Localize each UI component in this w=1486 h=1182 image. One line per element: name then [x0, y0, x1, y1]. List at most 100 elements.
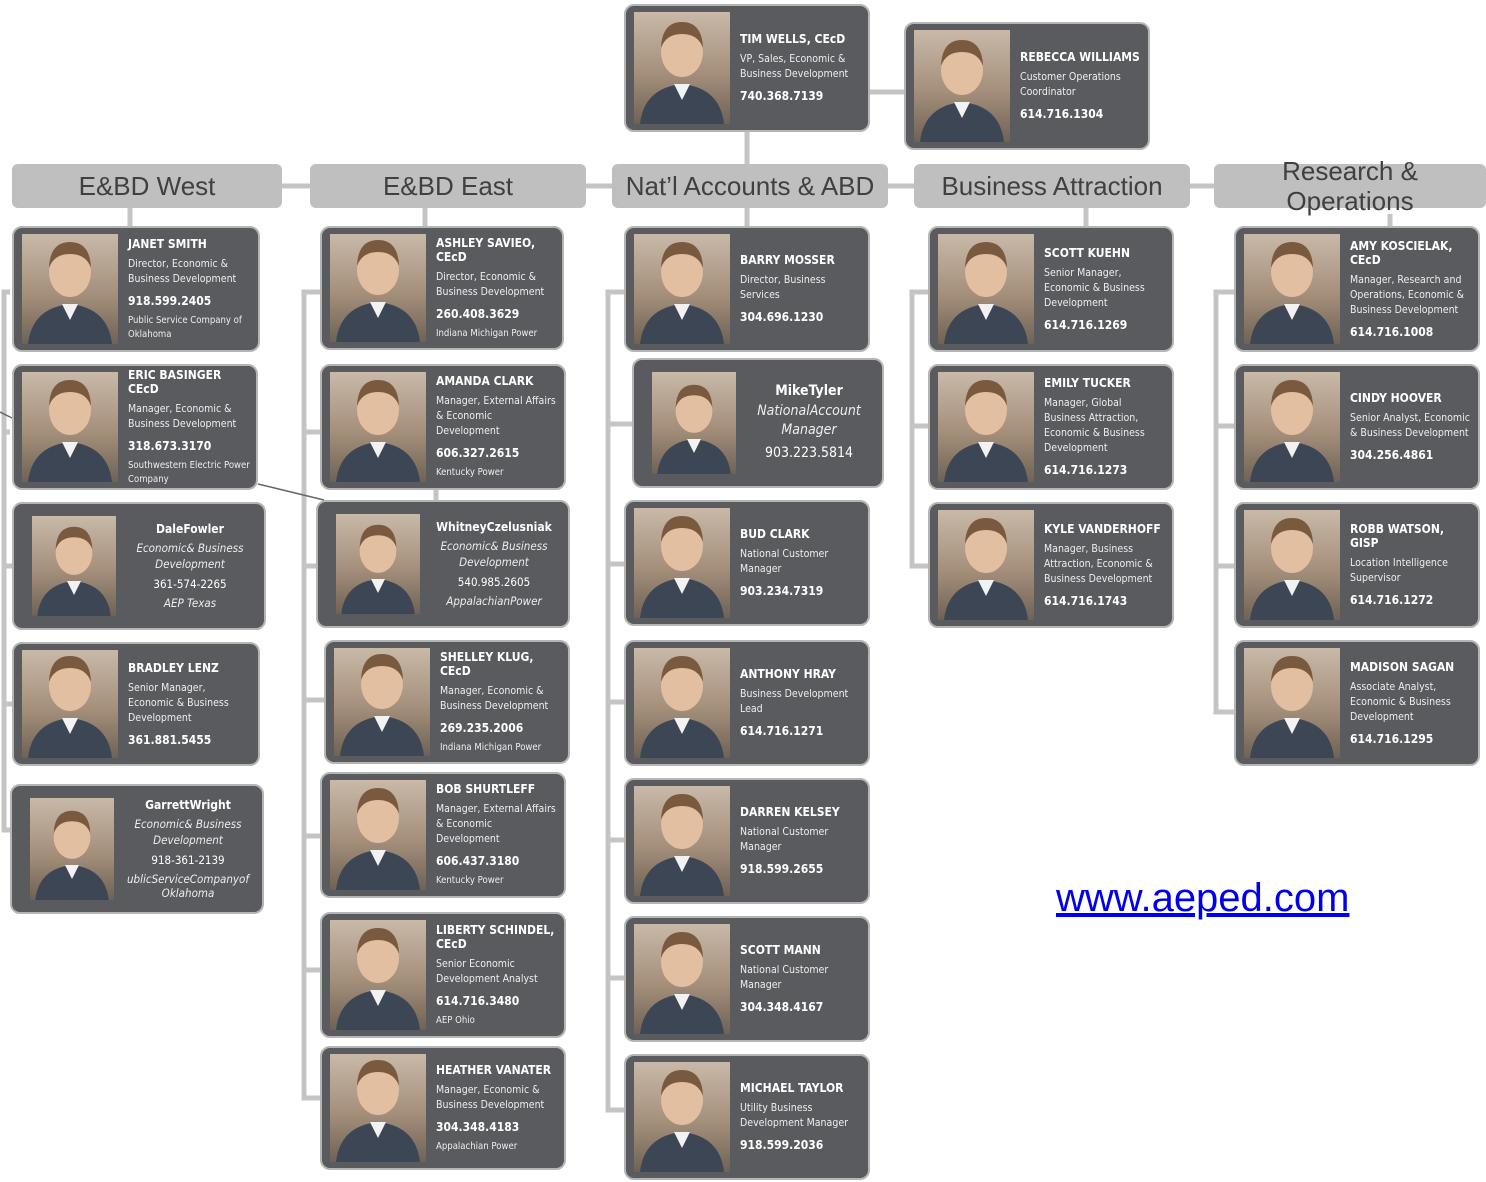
person-name: ROBB WATSON, GISP — [1350, 522, 1444, 550]
person-name: BOB SHURTLEFF — [436, 782, 536, 796]
person-title: Senior Manager, Economic & Business Deve… — [128, 681, 229, 724]
avatar — [634, 508, 730, 618]
person-name: SCOTT MANN — [740, 943, 821, 957]
person-name: TIM WELLS, CEcD — [740, 32, 846, 46]
person-title: Manager, Research and Operations, Econom… — [1350, 273, 1465, 316]
person-phone: 361.881.5455 — [128, 732, 212, 747]
person-company: Kentucky Power — [436, 875, 504, 886]
person-company: Southwestern Electric Power Company — [128, 459, 250, 485]
avatar — [1244, 510, 1340, 620]
person-name: ANTHONY HRAY — [740, 667, 836, 681]
person-phone: 304.696.1230 — [740, 310, 824, 324]
avatar — [914, 30, 1010, 142]
person-card: SCOTT MANN National Customer Manager 304.3… — [624, 916, 870, 1042]
avatar — [330, 780, 426, 890]
person-title: Business Development Lead — [740, 688, 849, 715]
person-phone: 614.716.3480 — [436, 993, 520, 1008]
person-title: Customer Operations Coordinator — [1020, 71, 1121, 98]
avatar — [634, 924, 730, 1034]
person-title: Manager, Business Attraction, Economic &… — [1044, 542, 1153, 585]
person-title: Associate Analyst, Economic & Business D… — [1350, 680, 1451, 723]
person-card: SCOTT KUEHN Senior Manager, Economic & Bu… — [928, 226, 1174, 352]
person-title: National Customer Manager — [740, 826, 829, 853]
person-phone: 918.599.2405 — [128, 293, 212, 308]
avatar — [634, 786, 730, 896]
person-phone: 540.985.2605 — [457, 575, 531, 589]
person-phone: 269.235.2006 — [440, 720, 524, 735]
person-phone: 304.348.4167 — [740, 1000, 824, 1014]
person-title: Senior Manager, Economic & Business Deve… — [1044, 266, 1145, 309]
avatar — [1244, 372, 1340, 482]
person-name: WhitneyCzelusniak — [436, 520, 552, 534]
avatar — [1244, 234, 1340, 344]
header-natl-accounts: Nat’l Accounts & ABD — [612, 164, 888, 208]
person-name: BUD CLARK — [740, 527, 810, 541]
person-name: CINDY HOOVER — [1350, 391, 1442, 405]
avatar — [22, 650, 118, 758]
person-name: JANET SMITH — [128, 236, 207, 251]
header-business-attraction: Business Attraction — [914, 164, 1190, 208]
person-title: Manager, External Affairs & Economic Dev… — [436, 395, 556, 437]
person-title: Economic& Business Development — [136, 541, 244, 571]
person-phone: 903.234.7319 — [740, 584, 824, 598]
person-title: Economic& Business Development — [440, 539, 548, 569]
avatar — [336, 514, 420, 614]
person-card: BRADLEY LENZ Senior Manager, Economic & B… — [12, 642, 260, 766]
avatar — [634, 648, 730, 758]
person-name: GarrettWright — [145, 798, 231, 812]
person-phone: 614.716.1271 — [740, 724, 824, 738]
avatar — [1244, 648, 1340, 758]
person-title: Director, Economic & Business Developmen… — [436, 270, 545, 298]
avatar — [634, 12, 730, 124]
person-title: Manager, Economic & Business Development — [440, 684, 549, 712]
person-name: DARREN KELSEY — [740, 805, 840, 819]
person-title: Location Intelligence Supervisor — [1350, 557, 1448, 584]
person-name: DaleFowler — [156, 522, 224, 536]
person-title: Director, Business Services — [740, 274, 826, 301]
person-card: BUD CLARK National Customer Manager 903.23… — [624, 500, 870, 626]
person-phone: 903.223.5814 — [764, 444, 854, 461]
header-ebd-west: E&BD West — [12, 164, 282, 208]
person-company: Indiana Michigan Power — [436, 327, 538, 339]
person-name: HEATHER VANATER — [436, 1062, 552, 1077]
header-research-operations: Research & Operations — [1214, 156, 1486, 216]
person-name: SCOTT KUEHN — [1044, 245, 1131, 260]
person-name: MikeTyler — [775, 382, 843, 399]
person-name: BRADLEY LENZ — [128, 660, 219, 675]
person-phone: 318.673.3170 — [128, 438, 212, 453]
person-company: AEP Ohio — [436, 1014, 475, 1026]
person-title: Manager, Global Business Attraction, Eco… — [1044, 397, 1145, 454]
avatar — [22, 234, 118, 344]
person-title: National Customer Manager — [740, 964, 829, 991]
website-link[interactable]: www.aeped.com — [1056, 876, 1350, 920]
avatar — [330, 1054, 426, 1162]
person-card: EMILY TUCKER Manager, Global Business Att… — [928, 364, 1174, 490]
avatar — [938, 372, 1034, 482]
person-phone: 614.716.1008 — [1350, 324, 1434, 339]
avatar — [32, 516, 116, 616]
person-phone: 260.408.3629 — [436, 306, 520, 321]
avatar — [634, 234, 730, 344]
person-card: JANET SMITH Director, Economic & Business… — [12, 226, 260, 352]
person-phone: 614.716.1743 — [1044, 593, 1128, 608]
person-phone: 918-361-2139 — [151, 853, 225, 867]
person-name: EMILY TUCKER — [1044, 376, 1131, 390]
person-company: AEP Texas — [163, 596, 217, 610]
person-title: Director, Economic & Business Developmen… — [128, 257, 237, 285]
person-name: MICHAEL TAYLOR — [740, 1081, 844, 1095]
person-title: National Customer Manager — [740, 548, 829, 575]
person-phone: 614.716.1304 — [1020, 107, 1104, 121]
person-phone: 614.716.1273 — [1044, 463, 1128, 477]
